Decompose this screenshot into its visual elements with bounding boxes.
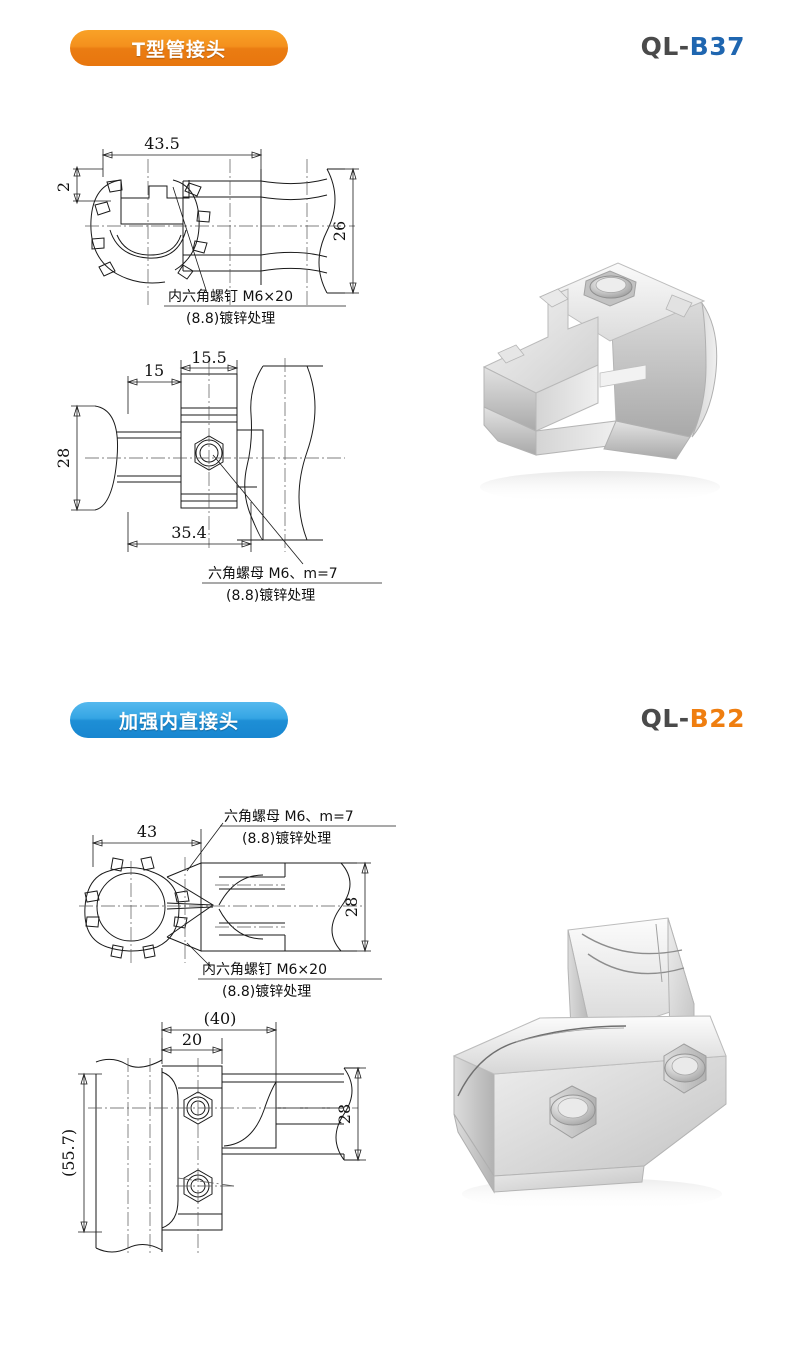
bolt-front <box>549 1085 597 1139</box>
profile-round-slotted <box>84 856 190 959</box>
vertical-tube <box>95 1058 163 1253</box>
product-code-ql-b37: QL-B37 <box>641 32 745 61</box>
dim-28: 28 <box>54 404 95 512</box>
leader-line-nut <box>212 454 304 565</box>
product-code-suffix: B22 <box>689 704 745 733</box>
dim-label-15-5: 15.5 <box>191 348 227 367</box>
dim-label-43: 43 <box>137 822 157 841</box>
render-ql-b37 <box>440 225 750 515</box>
drawing-b37-side-view: 15 15.5 28 <box>54 348 400 567</box>
callout-line-1: 六角螺母 M6、m=7 <box>224 809 354 825</box>
dim-55-7: (55.7) <box>59 1072 102 1234</box>
dim-28: 28 <box>335 1066 366 1162</box>
profile-right-body <box>182 168 345 294</box>
dim-20: 20 <box>160 1030 224 1064</box>
callout-line-2: (8.8)镀锌处理 <box>242 830 331 847</box>
drawing-b37-top-view: 43.5 2 <box>54 125 395 335</box>
callout-line-2: (8.8)镀锌处理 <box>226 587 315 604</box>
dim-label-2: 2 <box>54 182 73 192</box>
dim-label-35-4: 35.4 <box>171 523 207 542</box>
dim-label-20: 20 <box>182 1030 202 1049</box>
dim-label-55-7: (55.7) <box>59 1129 78 1177</box>
product-badge-t-connector: T型管接头 <box>70 30 288 66</box>
dim-label-28: 28 <box>342 897 361 917</box>
dim-35-4: 35.4 <box>126 502 253 552</box>
product-code-prefix: QL- <box>640 32 690 61</box>
callout-line-2: (8.8)镀锌处理 <box>222 983 311 1000</box>
dim-2: 2 <box>54 165 111 205</box>
callout-line-2: (8.8)镀锌处理 <box>186 310 275 327</box>
section-header-ql-b37: T型管接头 QL-B37 <box>0 30 790 90</box>
right-tube-body <box>200 862 357 952</box>
callout-b37-nut: 六角螺母 M6、m=7 (8.8)镀锌处理 <box>200 562 440 608</box>
product-code-prefix: QL- <box>640 704 690 733</box>
clamp-body <box>161 1065 223 1231</box>
product-badge-label: T型管接头 <box>132 38 226 61</box>
leader-line-nut <box>186 822 224 872</box>
dim-43: 43 <box>91 822 203 867</box>
bolt-rear <box>663 1043 707 1094</box>
dim-label-26: 26 <box>330 221 349 241</box>
dim-label-28: 28 <box>335 1104 354 1124</box>
dim-15: 15 <box>126 361 183 414</box>
callout-line-1: 六角螺母 M6、m=7 <box>208 566 338 582</box>
drawing-b22-top-view: 43 <box>75 805 395 970</box>
product-code-ql-b22: QL-B22 <box>641 704 745 733</box>
dim-label-15: 15 <box>144 361 164 380</box>
product-badge-label: 加强内直接头 <box>118 710 239 733</box>
profile-left-slotted <box>90 179 211 284</box>
wedge-body <box>166 862 214 952</box>
leader-line-screw <box>172 186 208 294</box>
product-code-suffix: B37 <box>689 32 745 61</box>
product-badge-reinforced-connector: 加强内直接头 <box>70 702 288 738</box>
leader-line-screw <box>186 942 212 968</box>
section-header-ql-b22: 加强内直接头 QL-B22 <box>0 702 790 762</box>
callout-b37-screw: 内六角螺钉 M6×20 (8.8)镀锌处理 <box>160 285 400 331</box>
callout-b22-nut: 六角螺母 M6、m=7 (8.8)镀锌处理 <box>218 805 448 851</box>
dim-26: 26 <box>330 167 359 295</box>
callout-b22-screw: 内六角螺钉 M6×20 (8.8)镀锌处理 <box>196 958 431 1004</box>
center-line-bolt-lower <box>177 1177 235 1187</box>
callout-line-1: 内六角螺钉 M6×20 <box>202 962 327 978</box>
dim-43-5: 43.5 <box>101 134 263 177</box>
drawing-b22-side-view: (40) 20 (55.7) <box>58 1008 403 1258</box>
dim-label-40: (40) <box>204 1009 237 1028</box>
dim-28: 28 <box>342 861 371 953</box>
dim-label-28: 28 <box>54 448 73 468</box>
callout-line-1: 内六角螺钉 M6×20 <box>168 289 293 305</box>
right-tube <box>244 365 323 541</box>
render-ql-b22 <box>432 908 752 1218</box>
dim-label-43-5: 43.5 <box>144 134 180 153</box>
